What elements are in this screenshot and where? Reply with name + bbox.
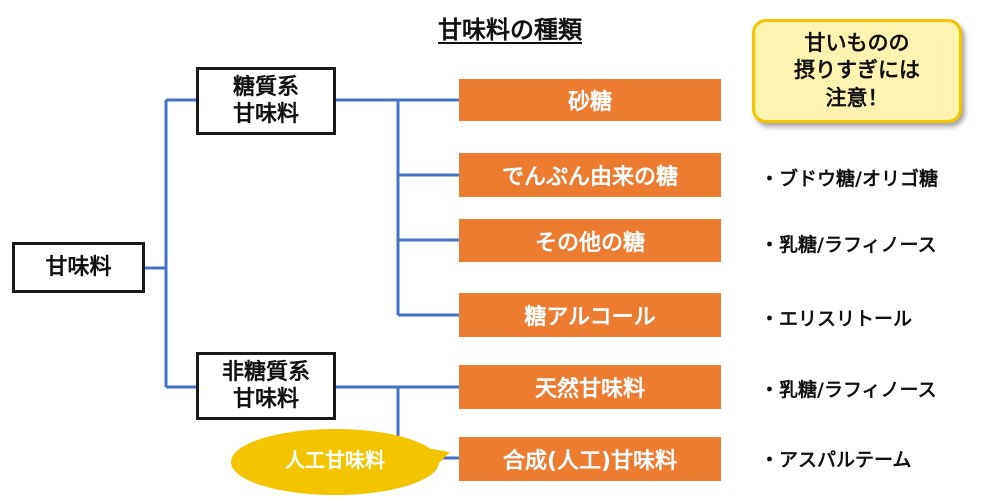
bubble-label: 人工甘味料 (285, 448, 385, 472)
category-starch-sugar: でんぷん由来の糖 (459, 153, 721, 197)
category-label: その他の糖 (534, 230, 645, 256)
nonsugar-line2: 甘味料 (232, 387, 299, 412)
note-sugar-alcohol: ・エリスリトール (760, 308, 913, 330)
root-box: 甘味料 (12, 242, 145, 293)
category-artificial-sweetener: 合成(人工)甘味料 (459, 437, 721, 481)
nonsugar-line1: 非糖質系 (221, 359, 310, 385)
category-sucrose: 砂糖 (459, 79, 721, 121)
category-label: 合成(人工)甘味料 (502, 449, 678, 474)
sugar-line1: 糖質系 (232, 74, 299, 100)
sugar-line2: 甘味料 (232, 102, 299, 127)
note-natural-sweetener: ・乳糖/ラフィノース (760, 379, 937, 401)
note-starch-sugar: ・ブドウ糖/オリゴ糖 (760, 168, 938, 190)
category-sugar-alcohol: 糖アルコール (459, 293, 721, 337)
warning-callout: 甘いものの 摂りすぎには 注意！ (752, 19, 962, 123)
root-label: 甘味料 (45, 254, 112, 280)
category-label: 天然甘味料 (534, 377, 645, 402)
artificial-sweetener-bubble (231, 429, 450, 495)
category-label: 糖アルコール (524, 305, 656, 330)
diagram-title: 甘味料の種類 (438, 16, 582, 44)
note-artificial-sweetener: ・アスパルテーム (760, 449, 912, 471)
sugar-sweetener-box: 糖質系 甘味料 (196, 67, 336, 135)
category-label: 砂糖 (567, 90, 612, 115)
category-label: でんぷん由来の糖 (501, 165, 678, 190)
category-natural-sweetener: 天然甘味料 (459, 365, 721, 409)
note-other-sugar: ・乳糖/ラフィノース (760, 234, 937, 256)
non-sugar-sweetener-box: 非糖質系 甘味料 (196, 352, 336, 420)
category-other-sugar: その他の糖 (459, 219, 721, 262)
